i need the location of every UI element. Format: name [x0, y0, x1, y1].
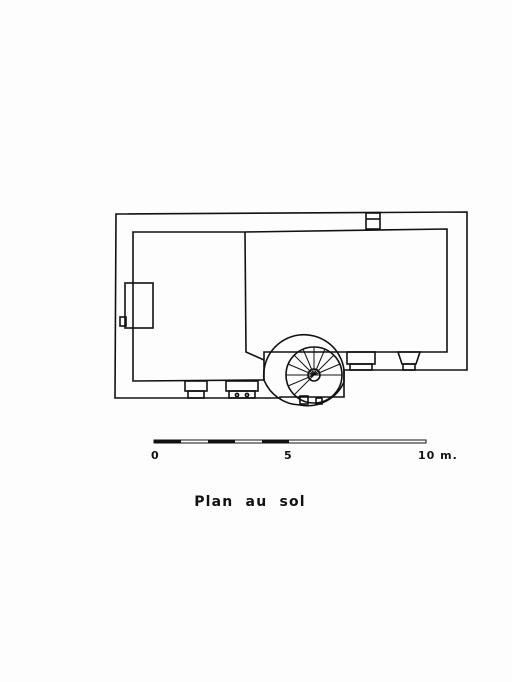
partition-wall — [244, 231, 265, 361]
spiral-staircase — [262, 333, 345, 407]
window-embrasure-2 — [225, 380, 259, 399]
scale-bar — [153, 439, 427, 444]
fireplace-flue — [119, 316, 127, 327]
chimney-notch — [365, 212, 381, 230]
scale-label-10: 10 m. — [418, 449, 458, 462]
window-embrasure-4 — [396, 351, 422, 371]
scale-label-5: 5 — [284, 449, 293, 462]
outer-wall — [114, 211, 468, 399]
plan-caption: Plan au sol — [194, 494, 306, 510]
window-embrasure-1 — [184, 380, 208, 399]
fireplace — [124, 282, 154, 329]
scale-label-0: 0 — [151, 449, 160, 462]
window-embrasure-3 — [346, 351, 376, 371]
